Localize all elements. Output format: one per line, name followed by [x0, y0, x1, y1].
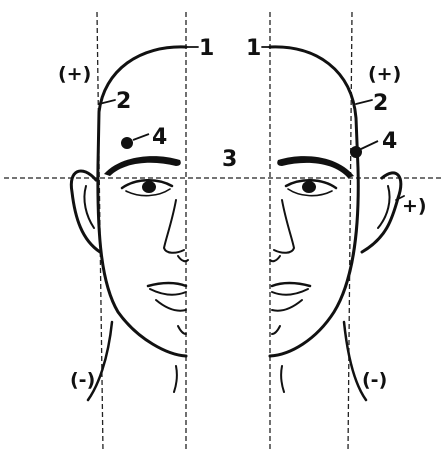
left-ear-inner — [84, 186, 94, 228]
labels: 1 1 2 2 3 4 4 (+) (+) +) (-) (-) — [58, 36, 427, 391]
left-nose-bridge — [164, 200, 184, 253]
left-eyebrow — [104, 156, 181, 176]
right-nostril — [270, 256, 280, 261]
left-point-4-leader — [133, 134, 149, 140]
right-lip-line — [272, 289, 308, 295]
right-eyebrow — [277, 156, 354, 178]
right-nose-bridge — [274, 200, 294, 253]
right-point-4-marker — [350, 146, 362, 158]
label-center-3: 3 — [222, 147, 237, 172]
right-point-4-leader — [361, 141, 378, 149]
left-eye-iris — [142, 181, 156, 193]
right-collar-stroke — [281, 366, 284, 392]
right-chin-dimple — [272, 326, 280, 334]
label-left-plus: (+) — [58, 63, 91, 85]
label-ear-plus: +) — [402, 195, 427, 217]
right-eye-iris — [302, 181, 316, 193]
label-left-4: 4 — [152, 125, 167, 150]
left-point-4-marker — [121, 137, 133, 149]
label-right-minus: (-) — [362, 369, 387, 391]
right-outer-vertical-guide — [348, 12, 352, 452]
left-chin-dimple — [178, 326, 186, 334]
label-right-2: 2 — [373, 91, 388, 116]
left-collar-stroke — [174, 366, 177, 392]
label-left-2: 2 — [116, 89, 131, 114]
right-label-2-leader — [356, 100, 372, 104]
right-lower-lip — [272, 300, 302, 311]
right-ear-inner — [378, 186, 390, 228]
label-right-plus: (+) — [368, 63, 401, 85]
left-lower-lip — [156, 300, 186, 311]
right-ear — [362, 173, 401, 252]
label-left-1: 1 — [199, 36, 214, 61]
left-half-face — [71, 47, 198, 400]
right-upper-lip — [272, 283, 310, 286]
label-right-4: 4 — [382, 129, 397, 154]
left-lip-line — [150, 289, 186, 295]
label-left-minus: (-) — [70, 369, 95, 391]
left-upper-lip — [148, 283, 186, 286]
label-right-1: 1 — [246, 36, 261, 61]
